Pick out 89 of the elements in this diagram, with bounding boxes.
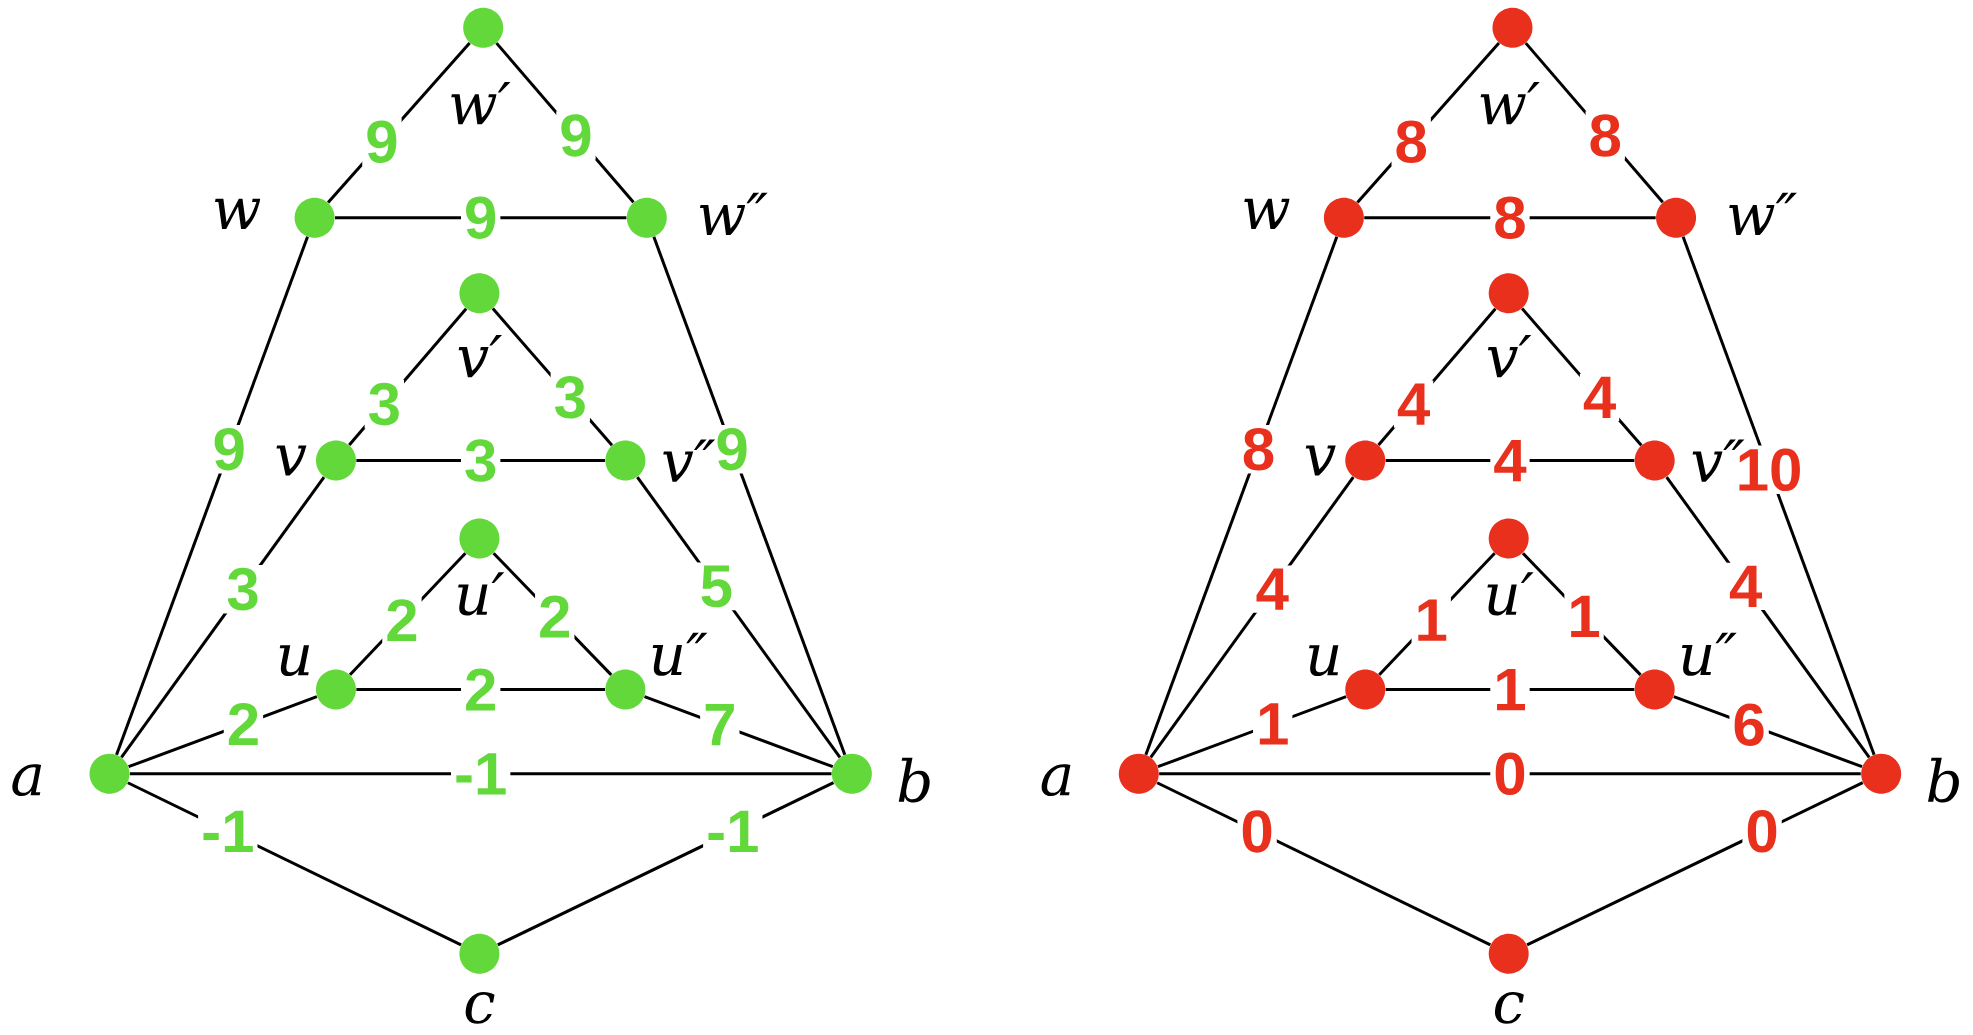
edge-label: 1 (1490, 665, 1530, 714)
vertex-dot (1861, 753, 1902, 794)
edge-label: 2 (223, 700, 264, 748)
edge-label: 1 (1564, 592, 1604, 641)
vertex-dot (1488, 273, 1529, 314)
vertex-dot (1492, 7, 1533, 48)
edge-label: 9 (362, 117, 402, 167)
vertex-dot (605, 440, 646, 481)
edge-label: 1 (1253, 700, 1293, 748)
edge-label: 4 (1579, 373, 1620, 421)
vertex-dot (626, 197, 667, 238)
vertex-dot (1118, 753, 1159, 794)
vertex-label: v′ (1487, 334, 1532, 378)
edge-label: -1 (198, 807, 258, 856)
vertex-label: u′ (458, 572, 505, 616)
edge-label: -1 (451, 750, 511, 798)
vertex-dot (463, 7, 504, 48)
vertex-dot (1634, 440, 1675, 481)
edge-label: 2 (382, 596, 422, 645)
edge-line (1681, 236, 1876, 756)
vertex-dot (459, 273, 500, 314)
edge-label: 0 (1237, 807, 1277, 856)
vertex-label: b (898, 757, 930, 803)
edge-line (129, 772, 832, 776)
edge-label: 5 (696, 562, 737, 611)
edge-label: 8 (1391, 117, 1431, 167)
vertex-dot (831, 753, 872, 794)
edge-label: 9 (556, 111, 596, 160)
vertex-dot (1656, 197, 1697, 238)
edge-label: 4 (1725, 562, 1766, 610)
vertex-dot (1323, 197, 1364, 238)
vertex-dot (459, 933, 500, 974)
vertex-label: v (276, 445, 307, 476)
edge-line (1144, 236, 1339, 756)
vertex-dot (605, 669, 646, 710)
edge-label: 2 (535, 592, 575, 641)
edge-line (335, 216, 627, 220)
vertex-dot (1345, 440, 1386, 481)
edge-line (1156, 781, 1492, 947)
edge-label: 0 (1742, 807, 1782, 856)
edge-label: 4 (1490, 436, 1530, 485)
vertex-label: w″ (1729, 192, 1797, 236)
vertex-label: u″ (1681, 632, 1737, 676)
vertex-dot (315, 440, 356, 481)
edge-label: 4 (1252, 565, 1292, 613)
vertex-dot (1488, 518, 1529, 559)
edge-label: 9 (209, 424, 249, 474)
edge-label: 3 (461, 436, 501, 485)
edge-label: 7 (700, 701, 740, 749)
vertex-label: u (1309, 645, 1339, 677)
vertex-label: a (1041, 764, 1071, 796)
vertex-label: w′ (451, 82, 511, 125)
vertex-dot (89, 753, 130, 794)
vertex-label: b (1928, 757, 1959, 803)
vertex-dot (1345, 669, 1386, 710)
vertex-dot (294, 197, 335, 238)
vertex-label: u′ (1487, 572, 1534, 616)
vertex-label: v′ (458, 334, 502, 378)
vertex-dot (459, 518, 500, 559)
edge-label: 3 (223, 564, 263, 614)
vertex-label: w (1244, 198, 1290, 229)
vertex-label: c (465, 992, 495, 1024)
vertex-label: c (1494, 992, 1524, 1024)
edge-line (1159, 772, 1861, 776)
vertex-label: v (1305, 445, 1336, 476)
vertex-label: a (12, 764, 42, 796)
edge-label: 8 (1238, 424, 1279, 474)
edge-label: 3 (550, 373, 590, 422)
vertex-label: u (279, 645, 310, 677)
edge-label: 8 (1585, 111, 1625, 160)
edge-label: 4 (1393, 380, 1434, 428)
edge-label: 2 (461, 665, 501, 714)
edge-line (115, 236, 309, 756)
vertex-dot (315, 669, 356, 710)
edge-line (1526, 781, 1864, 947)
vertex-label: w (215, 198, 261, 229)
vertex-label: w″ (699, 192, 768, 236)
edge-label: 8 (1490, 193, 1530, 242)
vertex-dot (1634, 669, 1675, 710)
edge-label: 1 (1411, 596, 1451, 644)
edge-label: 3 (364, 379, 404, 429)
vertex-dot (1488, 933, 1529, 974)
edge-label: 9 (461, 193, 501, 242)
vertex-label: u″ (652, 632, 708, 676)
edge-label: -1 (703, 807, 763, 855)
edge-label: 0 (1490, 749, 1530, 799)
vertex-label: w′ (1480, 82, 1540, 125)
edge-label: 6 (1729, 700, 1769, 749)
edge-line (652, 236, 847, 756)
